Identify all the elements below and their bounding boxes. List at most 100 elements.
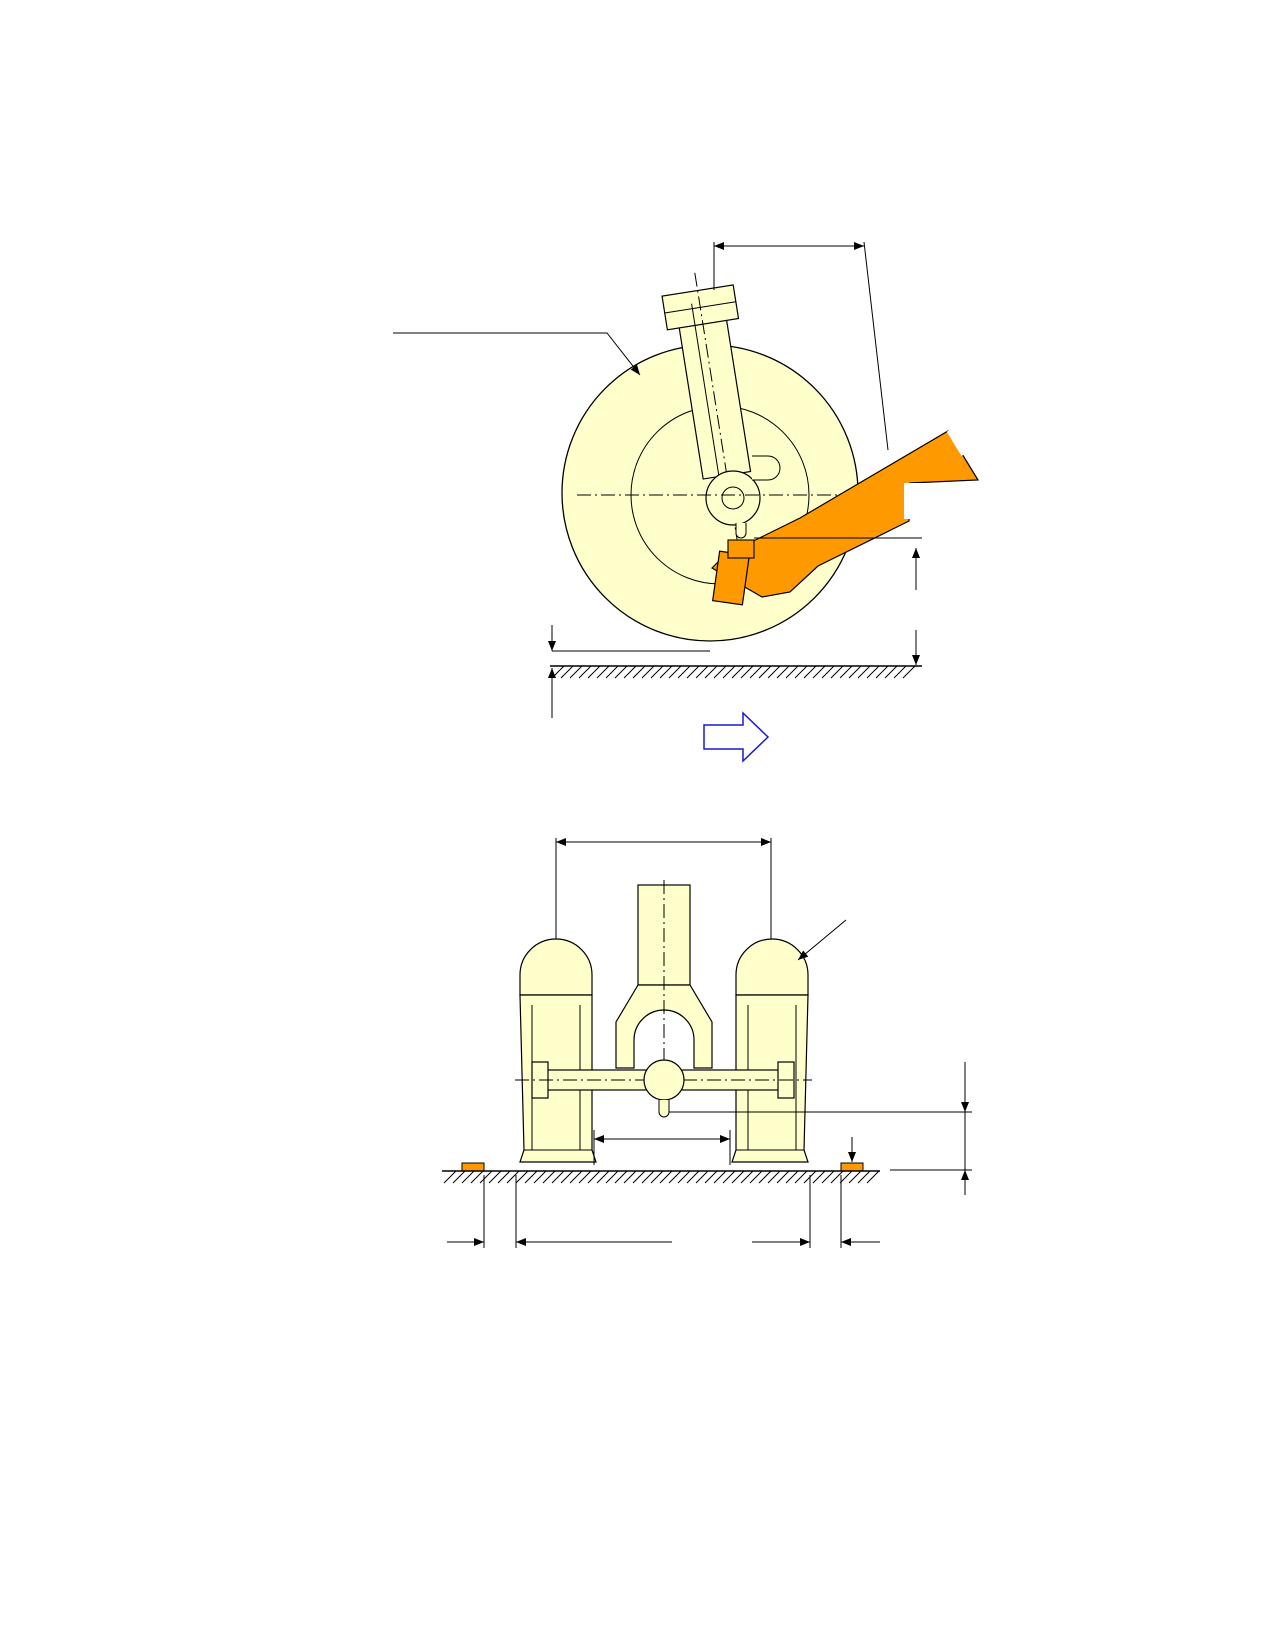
ground-hatch-icon: [767, 1170, 781, 1184]
ground-hatch-icon: [470, 1170, 484, 1184]
ground-hatch-icon: [794, 1170, 808, 1184]
tow-beam-shoe: [711, 550, 751, 606]
ground-hatch-icon: [731, 665, 745, 679]
side-view: [393, 241, 987, 718]
tow-beam-pad: [727, 539, 755, 559]
tow-beam-break: [946, 430, 987, 481]
tire-leader: [393, 332, 641, 376]
ground-hatch-icon: [794, 665, 808, 679]
front-tow-pin: [658, 1100, 670, 1118]
ground-hatch-icon: [587, 1170, 601, 1184]
ground-hatch-icon: [830, 665, 844, 679]
ground-hatch-icon: [443, 1170, 457, 1184]
side-ground: [550, 665, 922, 679]
ground-hatch-icon: [614, 1170, 628, 1184]
ground-hatch-icon: [623, 1170, 637, 1184]
ground-hatch-icon: [632, 665, 646, 679]
front-left-wheel: [519, 938, 597, 1163]
ground-hatch-icon: [578, 1170, 592, 1184]
side-tow-pin: [735, 523, 747, 539]
ground-hatch-icon: [524, 1170, 538, 1184]
ground-hatch-icon: [713, 665, 727, 679]
ground-hatch-icon: [704, 1170, 718, 1184]
ground-hatch-icon: [776, 665, 790, 679]
ground-hatch-icon: [785, 665, 799, 679]
side-strut: [661, 272, 752, 540]
right-chock: [840, 1162, 864, 1172]
direction-arrow-icon: [703, 711, 770, 763]
ground-hatch-icon: [668, 1170, 682, 1184]
ground-hatch-icon: [452, 1170, 466, 1184]
ground-hatch-icon: [506, 1170, 520, 1184]
ground-hatch-icon: [749, 1170, 763, 1184]
ground-hatch-icon: [632, 1170, 646, 1184]
ground-hatch-icon: [614, 665, 628, 679]
front-ground: [442, 1170, 880, 1184]
ground-hatch-icon: [839, 665, 853, 679]
front-right-wheel: [731, 938, 809, 1163]
ground-hatch-icon: [551, 1170, 565, 1184]
side-axle-lug: [752, 455, 781, 481]
ground-hatch-icon: [488, 1170, 502, 1184]
ground-hatch-icon: [857, 665, 871, 679]
ground-hatch-icon: [641, 1170, 655, 1184]
ground-hatch-icon: [596, 1170, 610, 1184]
ground-hatch-icon: [839, 1170, 853, 1184]
ground-hatch-icon: [650, 1170, 664, 1184]
ground-hatch-icon: [821, 1170, 835, 1184]
ground-hatch-icon: [830, 1170, 844, 1184]
ground-hatch-icon: [893, 665, 907, 679]
ground-hatch-icon: [848, 665, 862, 679]
ground-hatch-icon: [542, 1170, 556, 1184]
ground-hatch-icon: [704, 665, 718, 679]
front-view: [442, 838, 972, 1248]
ground-hatch-icon: [812, 665, 826, 679]
ground-hatch-icon: [623, 665, 637, 679]
ground-hatch-icon: [560, 665, 574, 679]
ground-hatch-icon: [731, 1170, 745, 1184]
ground-hatch-icon: [677, 1170, 691, 1184]
side-axle: [705, 470, 761, 526]
ground-hatch-icon: [713, 1170, 727, 1184]
ground-hatch-icon: [659, 665, 673, 679]
ground-hatch-icon: [596, 665, 610, 679]
wheel-leader: [797, 919, 847, 961]
ground-hatch-icon: [749, 665, 763, 679]
ground-hatch-icon: [884, 665, 898, 679]
ground-hatch-icon: [785, 1170, 799, 1184]
ground-hatch-icon: [758, 1170, 772, 1184]
ground-hatch-icon: [722, 665, 736, 679]
ground-hatch-icon: [686, 665, 700, 679]
ground-hatch-icon: [569, 1170, 583, 1184]
ground-hatch-icon: [767, 665, 781, 679]
ground-hatch-icon: [695, 1170, 709, 1184]
ground-hatch-icon: [551, 665, 565, 679]
ground-hatch-icon: [686, 1170, 700, 1184]
ground-hatch-icon: [578, 665, 592, 679]
ground-hatch-icon: [740, 1170, 754, 1184]
ground-hatch-icon: [650, 665, 664, 679]
ground-hatch-icon: [569, 665, 583, 679]
ground-hatch-icon: [776, 1170, 790, 1184]
ground-hatch-icon: [866, 1170, 880, 1184]
ground-hatch-icon: [803, 1170, 817, 1184]
ground-hatch-icon: [695, 665, 709, 679]
ground-hatch-icon: [803, 665, 817, 679]
ground-hatch-icon: [866, 665, 880, 679]
ground-hatch-icon: [668, 665, 682, 679]
ground-hatch-icon: [758, 665, 772, 679]
ground-hatch-icon: [677, 665, 691, 679]
ground-hatch-icon: [560, 1170, 574, 1184]
ground-hatch-icon: [497, 1170, 511, 1184]
tow-beam-gap: [904, 483, 982, 519]
side-axle-pin: [721, 486, 745, 510]
ground-hatch-icon: [641, 665, 655, 679]
ground-hatch-icon: [605, 1170, 619, 1184]
ground-hatch-icon: [515, 1170, 529, 1184]
ground-hatch-icon: [587, 665, 601, 679]
ground-hatch-icon: [533, 1170, 547, 1184]
ground-hatch-icon: [659, 1170, 673, 1184]
ground-hatch-icon: [605, 665, 619, 679]
ground-hatch-icon: [821, 665, 835, 679]
